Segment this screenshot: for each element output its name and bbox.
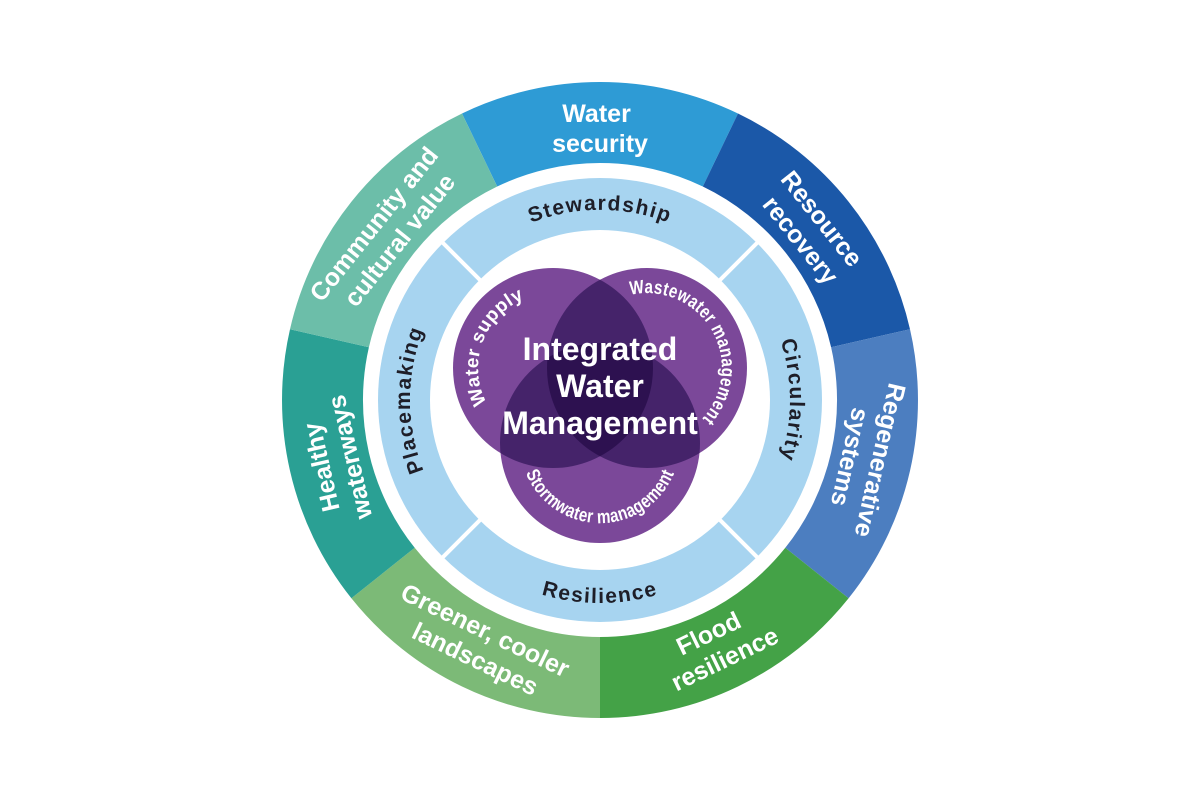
segment-community-cultural-value — [290, 113, 498, 348]
segment-label-water-security: Water security — [552, 100, 648, 158]
segment-greener-cooler-landscapes — [351, 547, 600, 718]
inner-ring-divider-sw — [440, 517, 483, 560]
center-title-line-1: Integrated — [523, 331, 678, 367]
inner-ring-divider-nw — [440, 240, 483, 283]
segment-resource-recovery — [702, 113, 910, 348]
center-title-line-2: Water — [556, 368, 644, 404]
segment-regenerative-systems — [785, 329, 918, 599]
venn-diagram: Water supply Wastewater management Storm… — [453, 268, 747, 543]
segment-water-security — [462, 81, 738, 187]
inner-ring-divider-se — [717, 517, 760, 560]
segment-healthy-waterways — [282, 329, 415, 599]
inner-ring-divider-ne — [717, 240, 760, 283]
center-title: Integrated Water Management — [502, 331, 698, 441]
segment-flood-resilience — [600, 547, 849, 718]
center-title-line-3: Management — [502, 405, 698, 441]
